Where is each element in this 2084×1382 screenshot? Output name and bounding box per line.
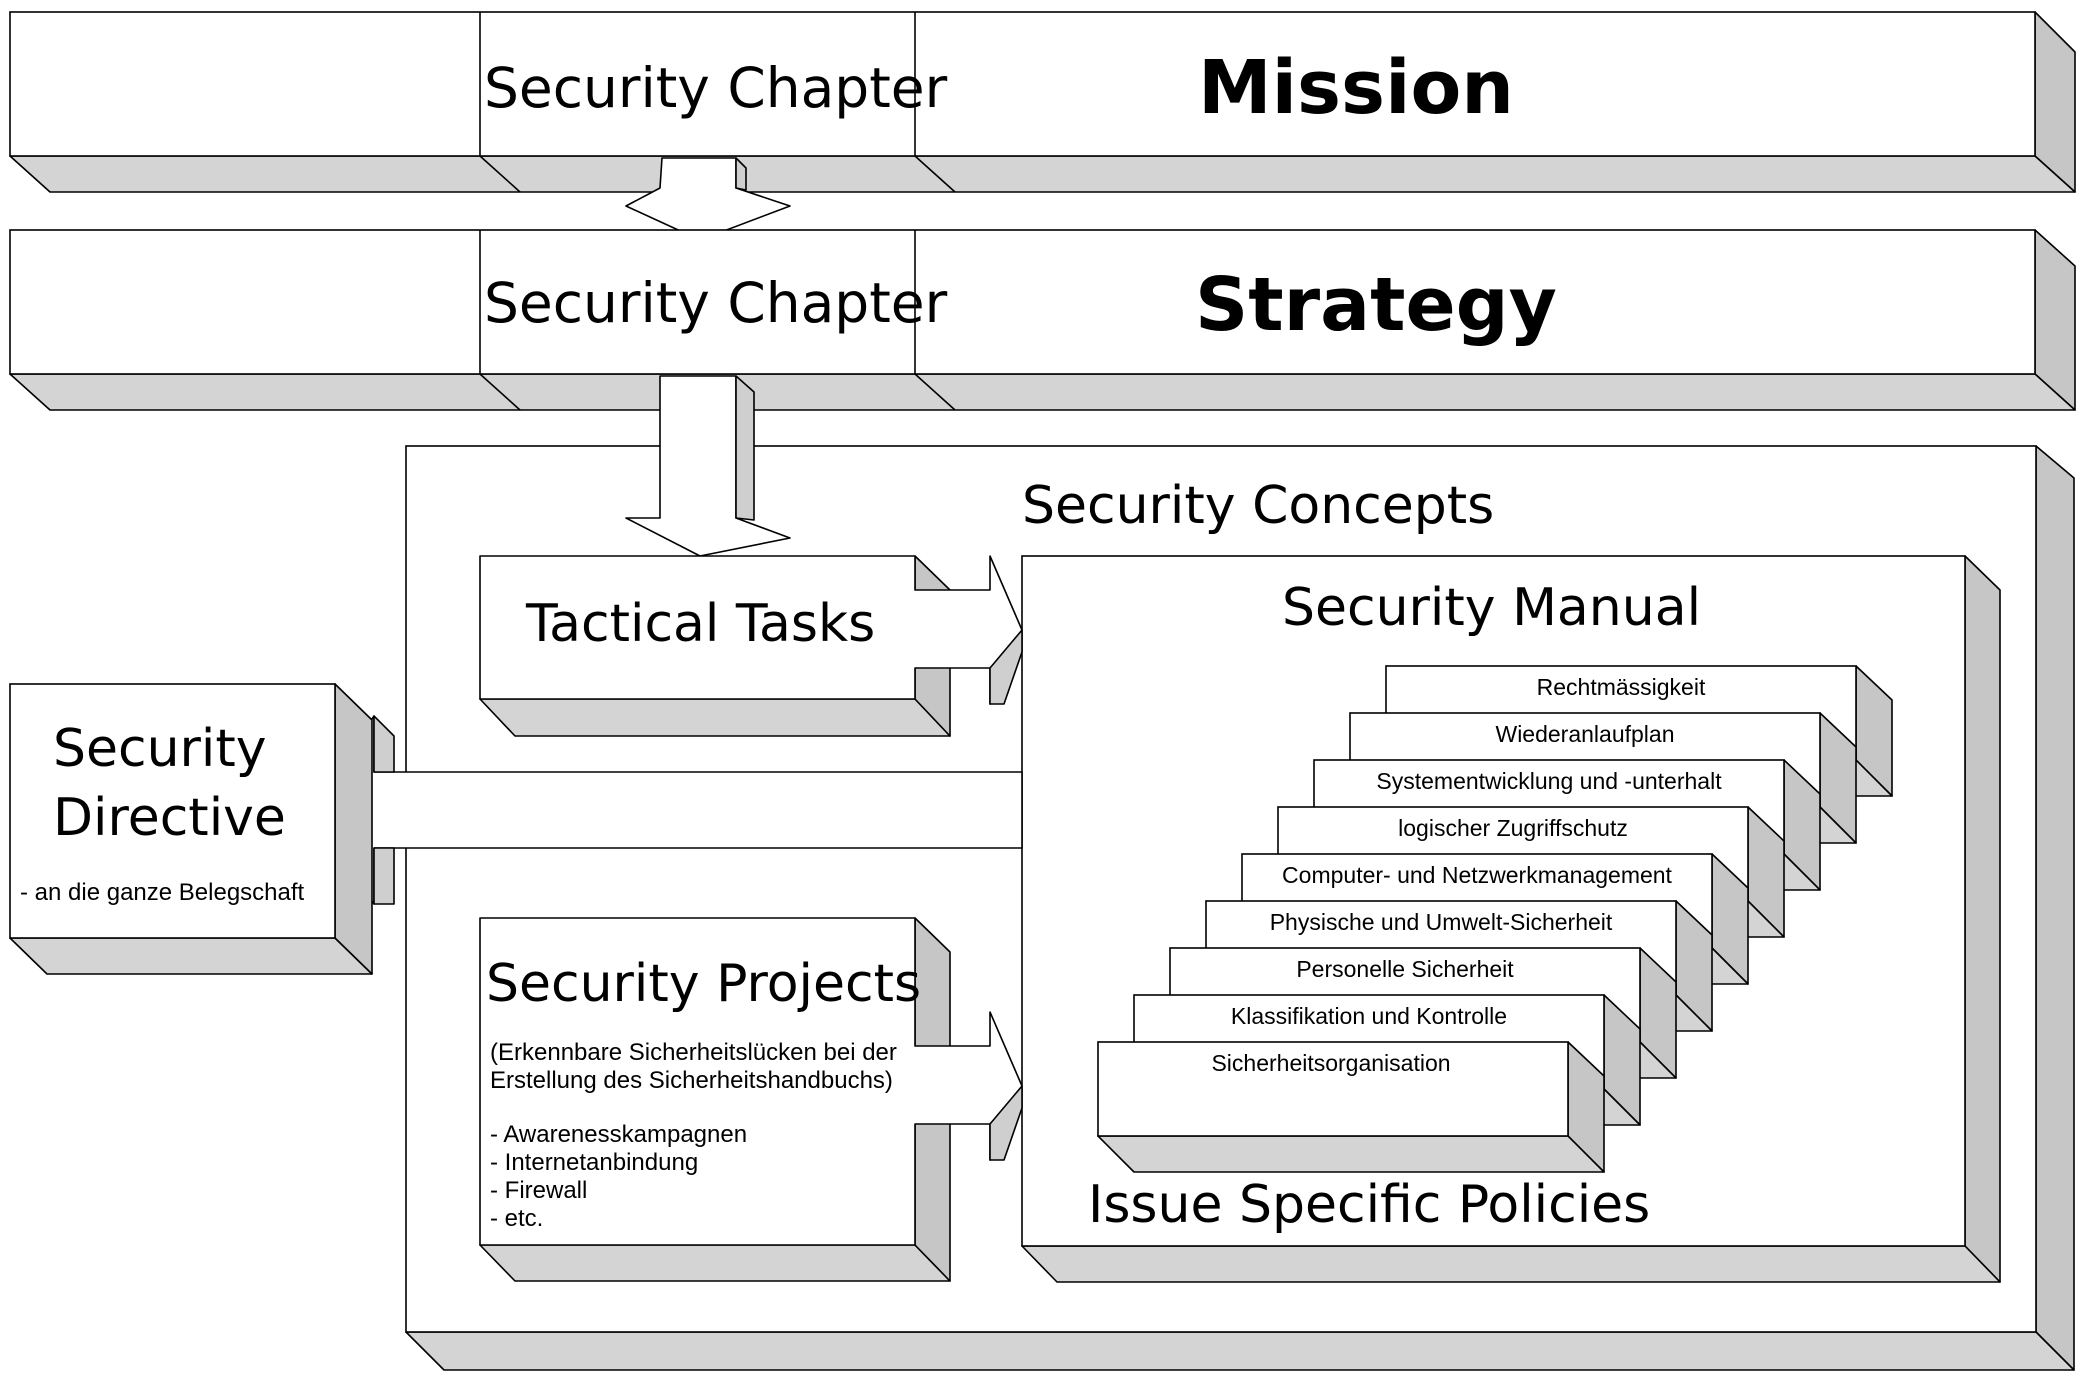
security-projects-item: - Awarenesskampagnen [490, 1121, 747, 1148]
policy-label: Klassifikation und Kontrolle [1231, 1003, 1507, 1029]
mission-bar: Security Chapter Mission [9, 11, 2076, 193]
security-directive-note: - an die ganze Belegschaft [20, 879, 305, 906]
security-projects-item: - Firewall [490, 1177, 587, 1204]
policy-label: Computer- und Netzwerkmanagement [1282, 862, 1673, 888]
policy-label: Systementwicklung und -unterhalt [1376, 768, 1722, 794]
security-directive-box: Security Directive - an die ganze Belegs… [9, 683, 1023, 975]
policy-stack: Rechtmässigkeit Wiederanlaufplan Systeme… [1097, 665, 1893, 1173]
policy-label: logischer Zugriffschutz [1398, 815, 1628, 841]
security-directive-title: Security [53, 719, 267, 779]
issue-specific-policies-label: Issue Specific Policies [1088, 1175, 1650, 1235]
strategy-title: Strategy [1195, 262, 1557, 348]
strategy-bar: Security Chapter Strategy [9, 229, 2076, 411]
security-projects-desc: (Erkennbare Sicherheitslücken bei der [490, 1039, 897, 1066]
security-projects-title: Security Projects [486, 954, 921, 1014]
mission-chapter-label: Security Chapter [484, 56, 948, 120]
strategy-chapter-label: Security Chapter [484, 271, 948, 335]
security-projects-desc: Erstellung des Sicherheitshandbuchs) [490, 1067, 893, 1094]
policy-label: Sicherheitsorganisation [1211, 1050, 1450, 1076]
policy-card: Sicherheitsorganisation [1097, 1041, 1605, 1173]
mission-title: Mission [1198, 45, 1514, 131]
security-projects-box: Security Projects (Erkennbare Sicherheit… [479, 917, 1023, 1282]
policy-label: Physische und Umwelt-Sicherheit [1270, 909, 1613, 935]
policy-label: Personelle Sicherheit [1296, 956, 1514, 982]
security-projects-item: - Internetanbindung [490, 1149, 698, 1176]
arrow-mission-to-strategy [625, 157, 791, 241]
security-projects-item: - etc. [490, 1205, 543, 1232]
arrow-strategy-to-tactical [625, 375, 791, 557]
policy-label: Rechtmässigkeit [1537, 674, 1706, 700]
security-directive-title: Directive [53, 788, 286, 848]
policy-label: Wiederanlaufplan [1495, 721, 1674, 747]
tactical-tasks-title: Tactical Tasks [525, 594, 875, 654]
tactical-tasks-box: Tactical Tasks [479, 555, 1023, 737]
security-concepts-title: Security Concepts [1022, 476, 1494, 536]
security-manual-title: Security Manual [1282, 578, 1701, 638]
